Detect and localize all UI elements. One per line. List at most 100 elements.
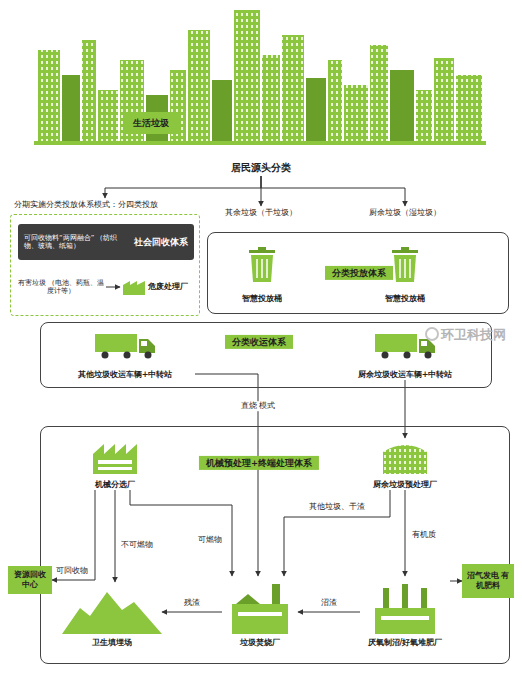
node-text: 沼气发电 有机肥料 [465,571,511,590]
node-text: 机械预处理+终端处理体系 [199,456,319,470]
node-text: 机械分选厂 [95,480,135,490]
node-text: 可回收物料“两网融合” （纺织物、玻璃、纸箱） [24,234,120,251]
flow-arrow [284,490,390,576]
node-text: 智慧投放桶 [385,294,425,304]
city-skyline-part [262,55,280,142]
digester-plant-icon-part [421,588,427,608]
city-skyline-part [434,58,454,142]
incinerator-icon-part [238,612,282,616]
node-text: 分类投放体系 [325,266,393,280]
landfill-icon-part [62,592,162,634]
output-box: 沼气发电 有机肥料 [462,564,514,598]
node-text: 资源回收中心 [11,570,49,589]
hazard-plant: 危废处理厂 [120,272,196,302]
trash-bin-icon [249,247,418,282]
city-skyline [34,10,486,145]
node-text: 危废处理厂 [148,282,188,292]
truck-icon-part [95,334,155,359]
digester-plant-icon-part [383,588,389,608]
node-text: 卫生填埋场 [92,638,132,648]
sorting-plant-icon [93,444,137,474]
flow-arrow [115,490,116,582]
node-text: 分期实施分类投放体系模式：分四类投放 [10,198,200,211]
city-skyline-part [328,60,342,142]
city-skyline-part [234,10,260,142]
sorting-plant-icon-part [98,460,132,464]
city-skyline-part [282,35,304,142]
waste-type: 厨余垃圾（湿垃圾） [355,206,455,220]
flow-arrow [52,490,95,580]
flow-arrow [298,612,360,613]
plant-node: 厌氧制沼/好氧堆肥厂 [360,576,450,648]
edge-label: 其他垃圾、干渣 [307,502,367,512]
incinerator-icon-part [272,584,280,604]
digester-plant-icon-part [381,616,429,620]
city-skyline-part [306,78,326,142]
pretreatment-plant-icon [383,445,427,474]
smart-bin: 智慧投放桶 [375,244,435,304]
node-text: 有害垃圾 （电池、药瓶、温度计等） [16,279,106,296]
node-text: 分类收运体系 [225,335,293,349]
city-skyline-part [390,70,414,142]
trash-bin-icon-part [392,247,418,282]
output-box: 资源回收中心 [8,566,52,594]
truck-icon-part [375,334,435,359]
node-text: 其他垃圾收运车辆+中转站 [78,370,173,380]
dashed-group: 分期实施分类投放体系模式：分四类投放可回收物料“两网融合” （纺织物、玻璃、纸箱… [10,198,200,316]
system-panel: 机械预处理+终端处理体系机械分选厂厨余垃圾预处理厂资源回收中心卫生填埋场垃圾焚烧… [40,426,510,664]
trash-bin-icon-part [249,247,275,282]
hazard-plant-icon [123,281,145,295]
city-skyline-part [98,90,118,142]
city-skyline-part [34,141,486,145]
plant-node: 机械分选厂 [75,438,155,490]
digester-plant-icon-part [402,584,408,608]
edge-label: 可燃物 [196,535,224,545]
city-illustration: 生活垃圾 [30,4,492,150]
city-skyline-part [62,75,80,142]
node-text: 智慧投放桶 [242,294,282,304]
incinerator-icon-part [232,604,288,634]
node-text: 厨余垃圾（湿垃圾） [369,208,441,218]
digester-plant-icon-part [375,608,435,634]
node-text: 居民源头分类 [231,162,291,174]
flow-arrow [106,287,120,288]
edge-label: 直烧 模式 [239,401,278,411]
flow-arrow [162,612,222,613]
sorting-plant-icon-part [98,467,132,470]
pretreatment-plant-icon-part [383,445,427,474]
city-skyline-part [416,90,432,142]
node-text: 其余垃圾（干垃圾） [225,208,297,218]
digester-plant-icon [375,584,435,634]
edge-label: 沼渣 [319,598,339,608]
city-skyline-part [344,85,368,142]
plant-node: 卫生填埋场 [62,582,162,648]
node-text: 生活垃圾 [133,118,169,129]
city-skyline-part [212,80,232,142]
plant-node: 厨余垃圾预处理厂 [360,438,450,490]
incinerator-icon-part [236,594,260,604]
recycling-box: 可回收物料“两网融合” （纺织物、玻璃、纸箱）社会回收体系 [18,224,194,260]
city-skyline-part [82,40,96,142]
flow-arrow [405,380,406,438]
city-skyline-part [456,75,482,142]
city-skyline-part [124,112,178,134]
hazard-plant-icon-part [123,281,145,295]
watermark-logo-part [426,328,438,340]
hazard-waste: 有害垃圾 （电池、药瓶、温度计等） [16,270,106,304]
flow-arrow [261,176,405,206]
watermark: 环卫科技网 [441,326,506,344]
flow-arrow [450,581,462,582]
flow-arrow [105,176,261,198]
city-skyline-part [38,50,60,142]
smart-bin: 智慧投放桶 [232,244,292,304]
edge-label: 残渣 [182,598,202,608]
city-skyline-part [188,30,210,142]
landfill-icon [62,592,162,634]
plant-node: 垃圾焚烧厂 [222,576,298,648]
edge-label: 可回收物 [54,566,90,576]
system-panel: 分类投放体系智慧投放桶 智慧投放桶 [207,232,509,314]
sorting-plant-icon-part [93,444,137,474]
flow-arrow [130,490,232,576]
node-text: 厌氧制沼/好氧堆肥厂 [368,638,443,648]
